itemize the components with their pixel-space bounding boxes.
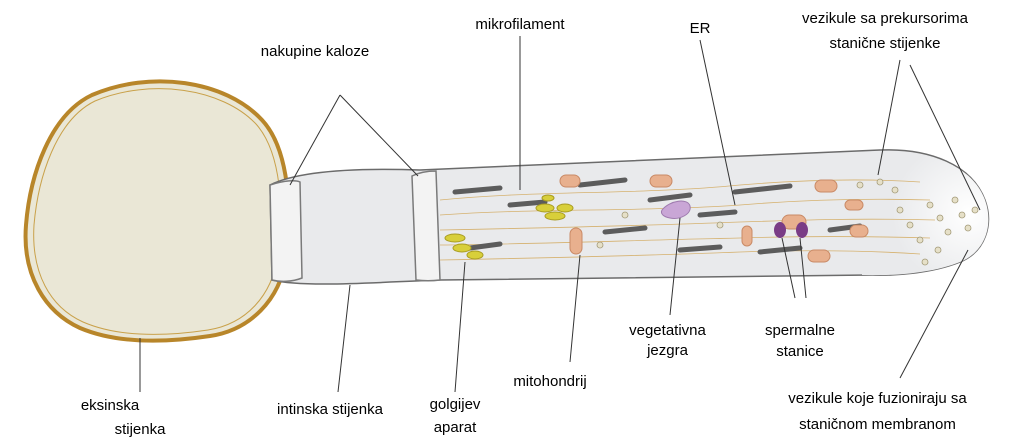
label-vezikule-prekursori-2: stanične stijenke <box>760 35 1010 52</box>
label-er: ER <box>675 20 725 37</box>
label-fuzioniraju-2: staničnom membranom <box>745 416 1010 433</box>
label-mikrofilament: mikrofilament <box>455 16 585 33</box>
label-golgijev-1: golgijev <box>410 396 500 413</box>
label-fuzioniraju-1: vezikule koje fuzioniraju sa <box>745 390 1010 407</box>
label-vezikule-prekursori-1: vezikule sa prekursorima <box>760 10 1010 27</box>
callose-plug-2 <box>412 171 440 281</box>
label-spermalne-1: spermalne <box>740 322 860 339</box>
label-intinska: intinska stijenka <box>255 401 405 418</box>
label-nakupine-kaloze: nakupine kaloze <box>245 43 385 60</box>
pollen-grain <box>26 81 289 340</box>
label-eksinska-1: eksinska <box>55 397 165 414</box>
label-vegetativna-1: vegetativna <box>600 322 735 339</box>
label-eksinska-2: stijenka <box>90 421 190 438</box>
label-vegetativna-2: jezgra <box>600 342 735 359</box>
label-spermalne-2: stanice <box>740 343 860 360</box>
label-mitohondrij: mitohondrij <box>490 373 610 390</box>
label-golgijev-2: aparat <box>410 419 500 436</box>
callose-plug-1 <box>270 181 302 282</box>
